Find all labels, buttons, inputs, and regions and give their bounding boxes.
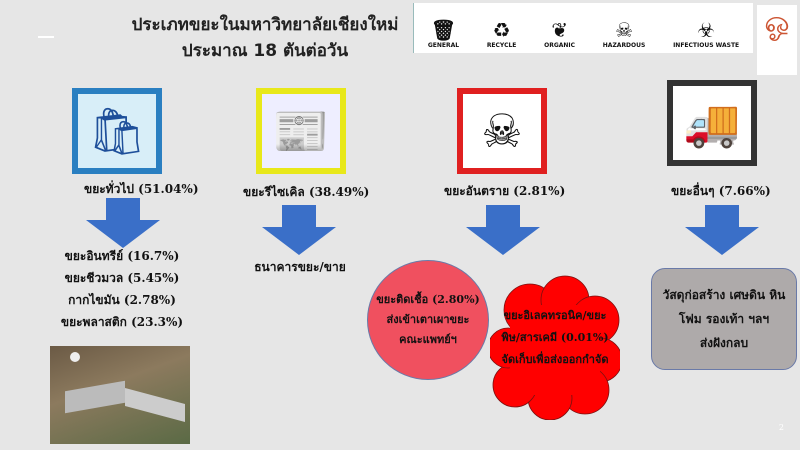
text-line: จัดเก็บเพื่อส่งออกกำจัด	[501, 353, 609, 366]
bin-organic: ❦ORGANIC	[544, 18, 575, 49]
list-item: ขยะพลาสติก (23.3%)	[60, 315, 184, 329]
general-waste-card: 🛍	[72, 88, 162, 174]
infectious-waste-circle: ขยะติดเชื้อ (2.80%) ส่งเข้าเตาเผาขยะคณะแพ…	[367, 260, 489, 380]
truck-icon: 🚚	[683, 95, 741, 150]
down-arrow-icon	[685, 205, 759, 255]
electronic-waste-text: ขยะอิเลคทรอนิค/ขยะพิษ/สารเคมี (0.01%) จัด…	[490, 305, 620, 371]
newspaper-icon: 📰	[272, 103, 330, 158]
bin-infectious: ☣INFECTIOUS WASTE	[673, 18, 739, 49]
skull-icon: ☠	[481, 104, 523, 158]
bin-label: ORGANIC	[544, 42, 576, 49]
down-arrow-icon	[262, 205, 336, 255]
recycle-destination: ธนาคารขยะ/ขาย	[254, 260, 346, 274]
list-item: ขยะชีวมวล (5.45%)	[64, 271, 180, 285]
title-line-2: ประมาณ 18 ตันต่อวัน	[181, 41, 349, 61]
hazardous-waste-card: ☠	[457, 88, 547, 174]
category-label: ขยะรีไซเคิล (38.49%)	[243, 185, 370, 199]
text-line: วัสดุก่อสร้าง เศษดิน หิน	[662, 288, 786, 302]
bin-label: RECYCLE	[486, 42, 517, 49]
bin-general: 🗑GENERAL	[428, 18, 459, 49]
bin-label: GENERAL	[427, 42, 460, 49]
category-label: ขยะทั่วไป (51.04%)	[84, 182, 199, 196]
recycle-icon: ♻	[492, 18, 511, 42]
text-line: คณะแพทย์ฯ	[399, 333, 457, 346]
list-item: ขยะอินทรีย์ (16.7%)	[64, 249, 180, 263]
slide-title: ประเภทขยะในมหาวิทยาลัยเชียงใหม่ ประมาณ 1…	[120, 12, 410, 64]
bin-recycle: ♻RECYCLE	[487, 18, 517, 49]
organic-icon: ❦	[551, 18, 568, 42]
other-waste-box: วัสดุก่อสร้าง เศษดิน หินโฟม รองเท้า ฯลฯส…	[651, 268, 797, 370]
facility-photo	[50, 346, 190, 444]
text-line: โฟม รองเท้า ฯลฯ	[678, 312, 770, 326]
recycle-waste-card: 📰	[256, 88, 346, 174]
bin-hazardous: ☠HAZARDOUS	[603, 18, 646, 49]
garbage-bag-icon: 🛍	[87, 103, 147, 158]
bin-label: HAZARDOUS	[602, 42, 646, 49]
text-line: ขยะติดเชื้อ (2.80%)	[376, 293, 480, 306]
title-line-1: ประเภทขยะในมหาวิทยาลัยเชียงใหม่	[131, 15, 399, 35]
other-waste-card: 🚚	[667, 80, 757, 166]
text-line: ขยะอิเลคทรอนิค/ขยะ	[503, 309, 607, 322]
general-breakdown-list: ขยะอินทรีย์ (16.7%) ขยะชีวมวล (5.45%) กา…	[52, 245, 192, 333]
down-arrow-icon	[466, 205, 540, 255]
page-number: 2	[778, 423, 784, 432]
bin-legend: 🗑GENERAL ♻RECYCLE ❦ORGANIC ☠HAZARDOUS ☣I…	[413, 3, 753, 53]
text-line: พิษ/สารเคมี (0.01%)	[501, 331, 609, 344]
bin-label: INFECTIOUS WASTE	[673, 42, 740, 49]
divider	[38, 36, 54, 38]
text-line: ส่งเข้าเตาเผาขยะ	[386, 313, 470, 326]
text-line: ส่งฝังกลบ	[699, 336, 749, 350]
electronic-waste-cloud	[490, 275, 620, 420]
trash-person-icon: 🗑	[430, 18, 457, 42]
university-logo: ஓ	[757, 5, 797, 75]
skull-icon: ☠	[615, 18, 634, 42]
list-item: กากไขมัน (2.78%)	[68, 293, 176, 307]
category-label: ขยะอื่นๆ (7.66%)	[671, 184, 771, 198]
category-label: ขยะอันตราย (2.81%)	[444, 184, 566, 198]
biohazard-icon: ☣	[697, 18, 716, 42]
down-arrow-icon	[86, 198, 160, 248]
